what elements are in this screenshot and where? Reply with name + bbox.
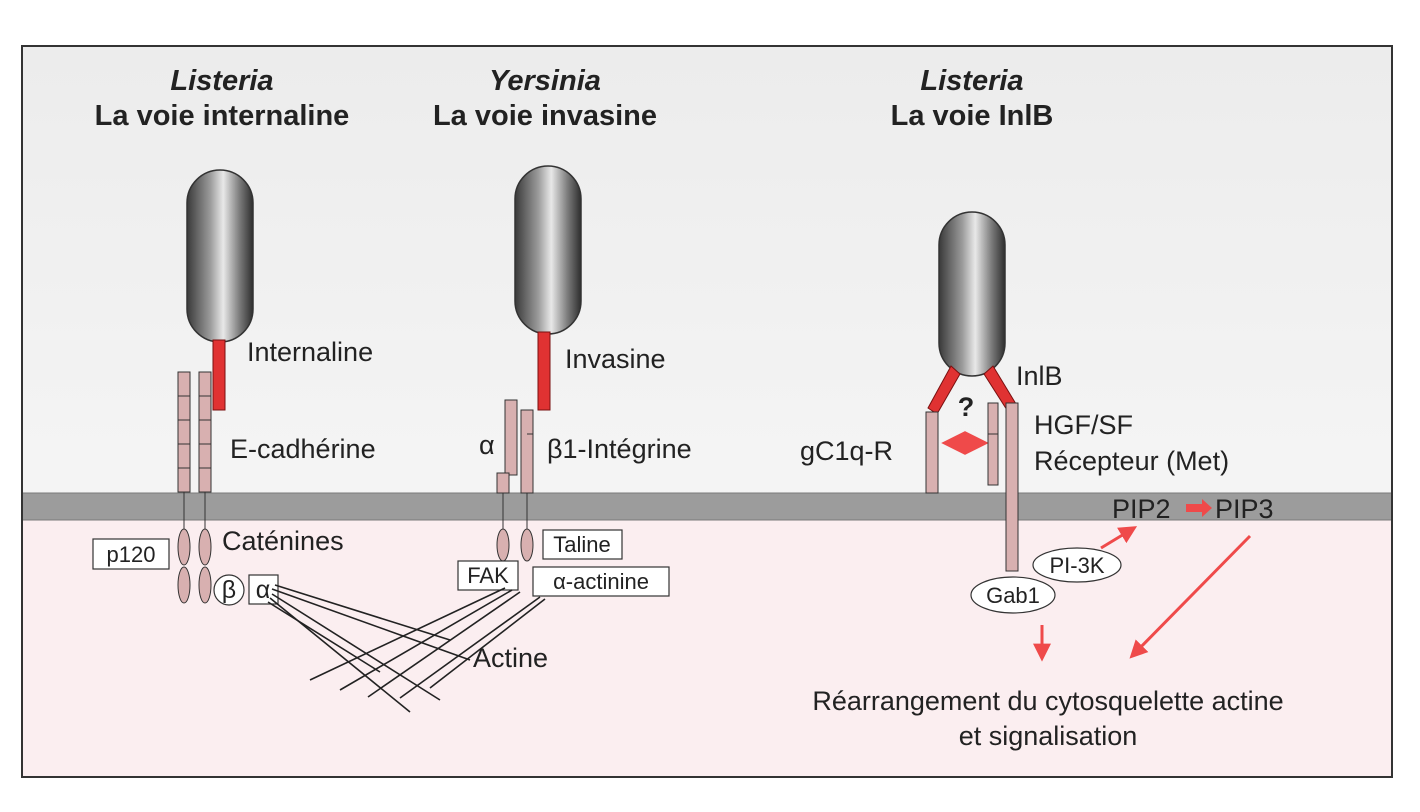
cytoplasm-area bbox=[23, 520, 1391, 776]
alpha-actinine-box bbox=[532, 566, 670, 597]
gab1-label: Gab1 bbox=[986, 583, 1040, 608]
listeria-bacterium-2 bbox=[938, 211, 1006, 377]
actin-filaments bbox=[267, 584, 546, 713]
catenines-label: Caténines bbox=[222, 526, 344, 556]
pip-arrow-head bbox=[1202, 499, 1212, 517]
hgf-sf-label: HGF/SF bbox=[1034, 410, 1133, 440]
column-1-title: Listeria La voie internaline bbox=[95, 65, 350, 132]
gc1q-r-receptor bbox=[925, 411, 939, 494]
outcome-line-1: Réarrangement du cytosquelette actine bbox=[812, 686, 1283, 716]
fak-label: FAK bbox=[467, 563, 509, 588]
yersinia-bacterium bbox=[514, 165, 582, 335]
met-receptor bbox=[987, 402, 1019, 572]
e-cadherin-dimer bbox=[177, 371, 212, 530]
beta-catenin-label: β bbox=[222, 576, 236, 604]
listeria-bacterium-1 bbox=[186, 169, 254, 343]
invasine-label: Invasine bbox=[565, 344, 666, 374]
pi3k-oval bbox=[1032, 547, 1122, 583]
column-2-pathway: La voie invasine bbox=[433, 100, 657, 132]
e-cadherine-label: E-cadhérine bbox=[230, 434, 376, 464]
pip3-label: PIP3 bbox=[1215, 494, 1274, 524]
p120-label: p120 bbox=[107, 542, 156, 567]
beta1-integrine-label: β1-Intégrine bbox=[547, 434, 692, 464]
gab1-oval bbox=[970, 576, 1056, 614]
cell-membrane bbox=[23, 493, 1391, 520]
alpha-catenin-label: α bbox=[256, 576, 270, 604]
alpha-actinine-label: α-actinine bbox=[553, 569, 649, 594]
actine-label: Actine bbox=[473, 643, 548, 673]
catenin-ovals bbox=[177, 528, 212, 604]
column-2-title: Yersinia La voie invasine bbox=[433, 65, 657, 132]
question-mark: ? bbox=[958, 392, 975, 422]
gc1q-r-label: gC1q-R bbox=[800, 436, 893, 466]
internaline-protein bbox=[212, 339, 226, 411]
internaline-label: Internaline bbox=[247, 337, 373, 367]
pip-arrow-shaft bbox=[1186, 504, 1204, 512]
beta-catenin-circle bbox=[213, 574, 245, 606]
pip2-label: PIP2 bbox=[1112, 494, 1171, 524]
pi3k-to-pip2-arrow bbox=[1100, 526, 1138, 550]
taline-box bbox=[542, 529, 623, 560]
invasine-protein bbox=[537, 331, 551, 411]
p120-box bbox=[92, 538, 170, 570]
beta1-integrin bbox=[496, 399, 534, 562]
column-3-pathway: La voie InlB bbox=[891, 100, 1054, 132]
outcome-line-2: et signalisation bbox=[959, 721, 1138, 751]
column-1-pathway: La voie internaline bbox=[95, 100, 350, 132]
alpha-catenin-box bbox=[248, 574, 279, 605]
alpha-integrin-label: α bbox=[479, 430, 495, 460]
fak-box bbox=[457, 560, 519, 591]
recepteur-met-label: Récepteur (Met) bbox=[1034, 446, 1229, 476]
column-1-organism: Listeria bbox=[170, 65, 273, 97]
pip3-down-arrow bbox=[1129, 534, 1252, 659]
column-2-organism: Yersinia bbox=[489, 65, 601, 97]
inlb-label: InlB bbox=[1016, 361, 1063, 391]
column-3-title: Listeria La voie InlB bbox=[891, 65, 1054, 132]
column-3-organism: Listeria bbox=[920, 65, 1023, 97]
pi3k-label: PI-3K bbox=[1049, 553, 1104, 578]
taline-label: Taline bbox=[553, 532, 610, 557]
